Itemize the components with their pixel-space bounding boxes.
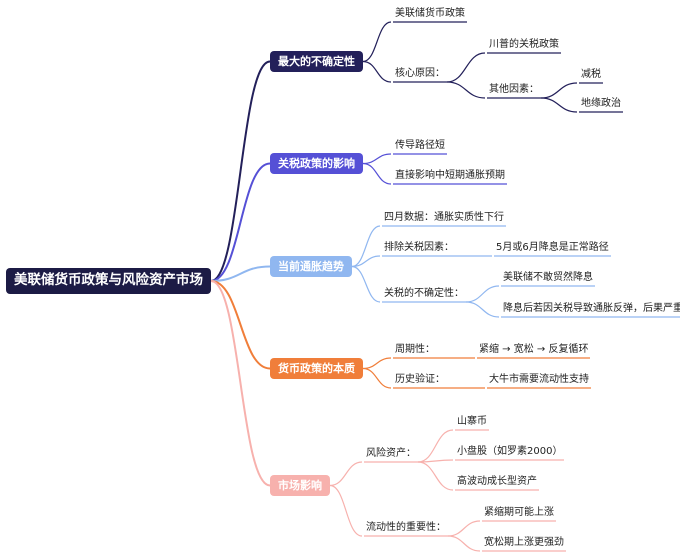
leaf-short-transmission[interactable]: 传导路径短 <box>395 140 445 151</box>
leaf-altcoins[interactable]: 山寨币 <box>457 416 487 427</box>
branch-market-impact[interactable]: 市场影响 <box>270 475 330 496</box>
leaf-tightening-may-rise[interactable]: 紧缩期可能上涨 <box>484 507 554 518</box>
connector-b3-c2 <box>351 255 381 268</box>
connector-b1-c2b1 <box>540 82 578 99</box>
connector-root-b1 <box>210 60 271 282</box>
leaf-bull-market-liquidity[interactable]: 大牛市需要流动性支持 <box>489 374 589 385</box>
branch-current-inflation-trend[interactable]: 当前通胀趋势 <box>270 256 352 277</box>
connector-b5-c2 <box>329 484 363 537</box>
leaf-easing-stronger-rise[interactable]: 宽松期上涨更强劲 <box>484 537 564 548</box>
branch-max-uncertainty[interactable]: 最大的不确定性 <box>270 51 363 72</box>
connector-b1-c1 <box>362 21 392 63</box>
leaf-exclude-tariff[interactable]: 排除关税因素： <box>384 242 454 253</box>
leaf-direct-inflation-expectation[interactable]: 直接影响中短期通胀预期 <box>395 170 505 181</box>
leaf-april-data[interactable]: 四月数据：通胀实质性下行 <box>384 212 504 223</box>
connector-b3-c3a <box>465 285 500 303</box>
connector-b5-c1 <box>329 461 363 487</box>
leaf-liquidity-importance[interactable]: 流动性的重要性： <box>366 522 446 533</box>
leaf-risk-assets[interactable]: 风险资产： <box>366 448 416 459</box>
connector-b5-c1a <box>417 429 454 463</box>
branch-tariff-impact[interactable]: 关税政策的影响 <box>270 153 363 174</box>
leaf-fed-monetary-policy[interactable]: 美联储货币政策 <box>395 8 465 19</box>
connector-root-b2 <box>210 162 271 282</box>
connector-b2-c1 <box>362 153 392 165</box>
connector-b5-c2b <box>447 535 481 552</box>
connector-root-b5 <box>210 280 271 487</box>
connector-b3-c3b <box>465 301 500 318</box>
connector-b1-c2 <box>362 60 392 83</box>
connector-b2-c2 <box>362 162 392 185</box>
leaf-fed-no-rash-cut[interactable]: 美联储不敢贸然降息 <box>503 272 593 283</box>
leaf-high-vol-growth[interactable]: 高波动成长型资产 <box>457 476 537 487</box>
connector-root-b3 <box>210 265 271 282</box>
leaf-cyclical[interactable]: 周期性： <box>395 344 435 355</box>
branch-essence-of-policy[interactable]: 货币政策的本质 <box>270 358 363 379</box>
root-node[interactable]: 美联储货币政策与风险资产市场 <box>6 268 211 294</box>
connector-b5-c2a <box>447 520 481 537</box>
connector-b4-c1 <box>362 357 392 370</box>
leaf-rate-cut-normal-path[interactable]: 5月或6月降息是正常路径 <box>496 242 609 253</box>
leaf-tightening-easing-cycle[interactable]: 紧缩 → 宽松 → 反复循环 <box>479 344 589 355</box>
leaf-historical-validation[interactable]: 历史验证： <box>395 374 445 385</box>
leaf-rebound-consequence[interactable]: 降息后若因关税导致通胀反弹，后果严重 <box>503 303 680 314</box>
leaf-other-factors[interactable]: 其他因素： <box>489 84 539 95</box>
connector-b4-c2 <box>362 367 392 389</box>
connector-root-b4 <box>210 280 271 370</box>
leaf-trump-tariff-policy[interactable]: 川普的关税政策 <box>489 39 559 50</box>
leaf-small-caps[interactable]: 小盘股（如罗素2000） <box>457 446 563 457</box>
connector-b5-c1c <box>417 461 454 491</box>
leaf-tax-cut[interactable]: 减税 <box>581 69 601 80</box>
connector-b1-c2a <box>446 52 486 83</box>
leaf-geopolitics[interactable]: 地缘政治 <box>581 98 621 109</box>
connector-b3-c3 <box>351 265 381 303</box>
connector-b1-c2b <box>446 81 486 99</box>
connector-b3-c1 <box>351 225 381 268</box>
leaf-tariff-uncertainty[interactable]: 关税的不确定性： <box>384 288 464 299</box>
connector-b1-c2b2 <box>540 97 578 113</box>
leaf-core-reason[interactable]: 核心原因： <box>395 68 445 79</box>
